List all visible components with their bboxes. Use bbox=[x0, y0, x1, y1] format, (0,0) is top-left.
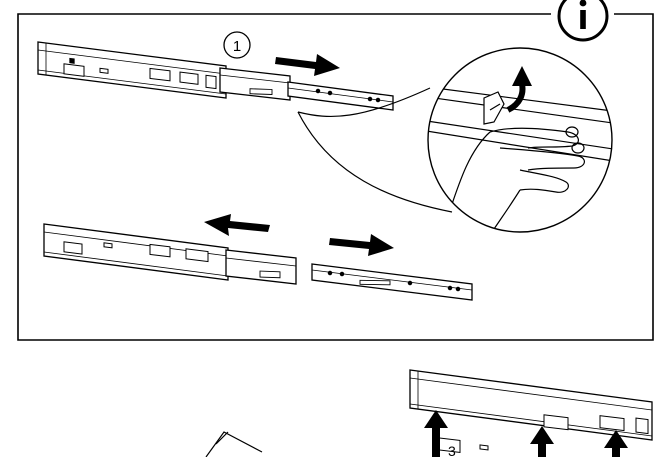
zoom-callout-connector bbox=[297, 87, 453, 213]
bottom-figure-label: 3 bbox=[448, 443, 456, 457]
mount-up-arrow bbox=[530, 426, 554, 457]
top-drawer-slide bbox=[37, 41, 394, 111]
separated-drawer-slide bbox=[43, 223, 473, 301]
instruction-panel bbox=[17, 13, 654, 341]
step-number-label: 1 bbox=[233, 38, 241, 55]
mount-up-arrow bbox=[424, 410, 448, 457]
info-icon bbox=[557, 0, 609, 42]
bottom-drawer-slide bbox=[409, 369, 653, 454]
circled-step-1-icon: 1 bbox=[223, 31, 251, 59]
remove-rail-arrow bbox=[329, 234, 394, 256]
cabinet-sketch bbox=[205, 431, 263, 457]
info-icon-label: i bbox=[0, 0, 1, 1]
zoom-detail-circle bbox=[427, 47, 613, 233]
push-back-arrow bbox=[204, 214, 270, 236]
mount-up-arrow bbox=[604, 430, 628, 457]
pull-out-arrow bbox=[275, 54, 340, 76]
